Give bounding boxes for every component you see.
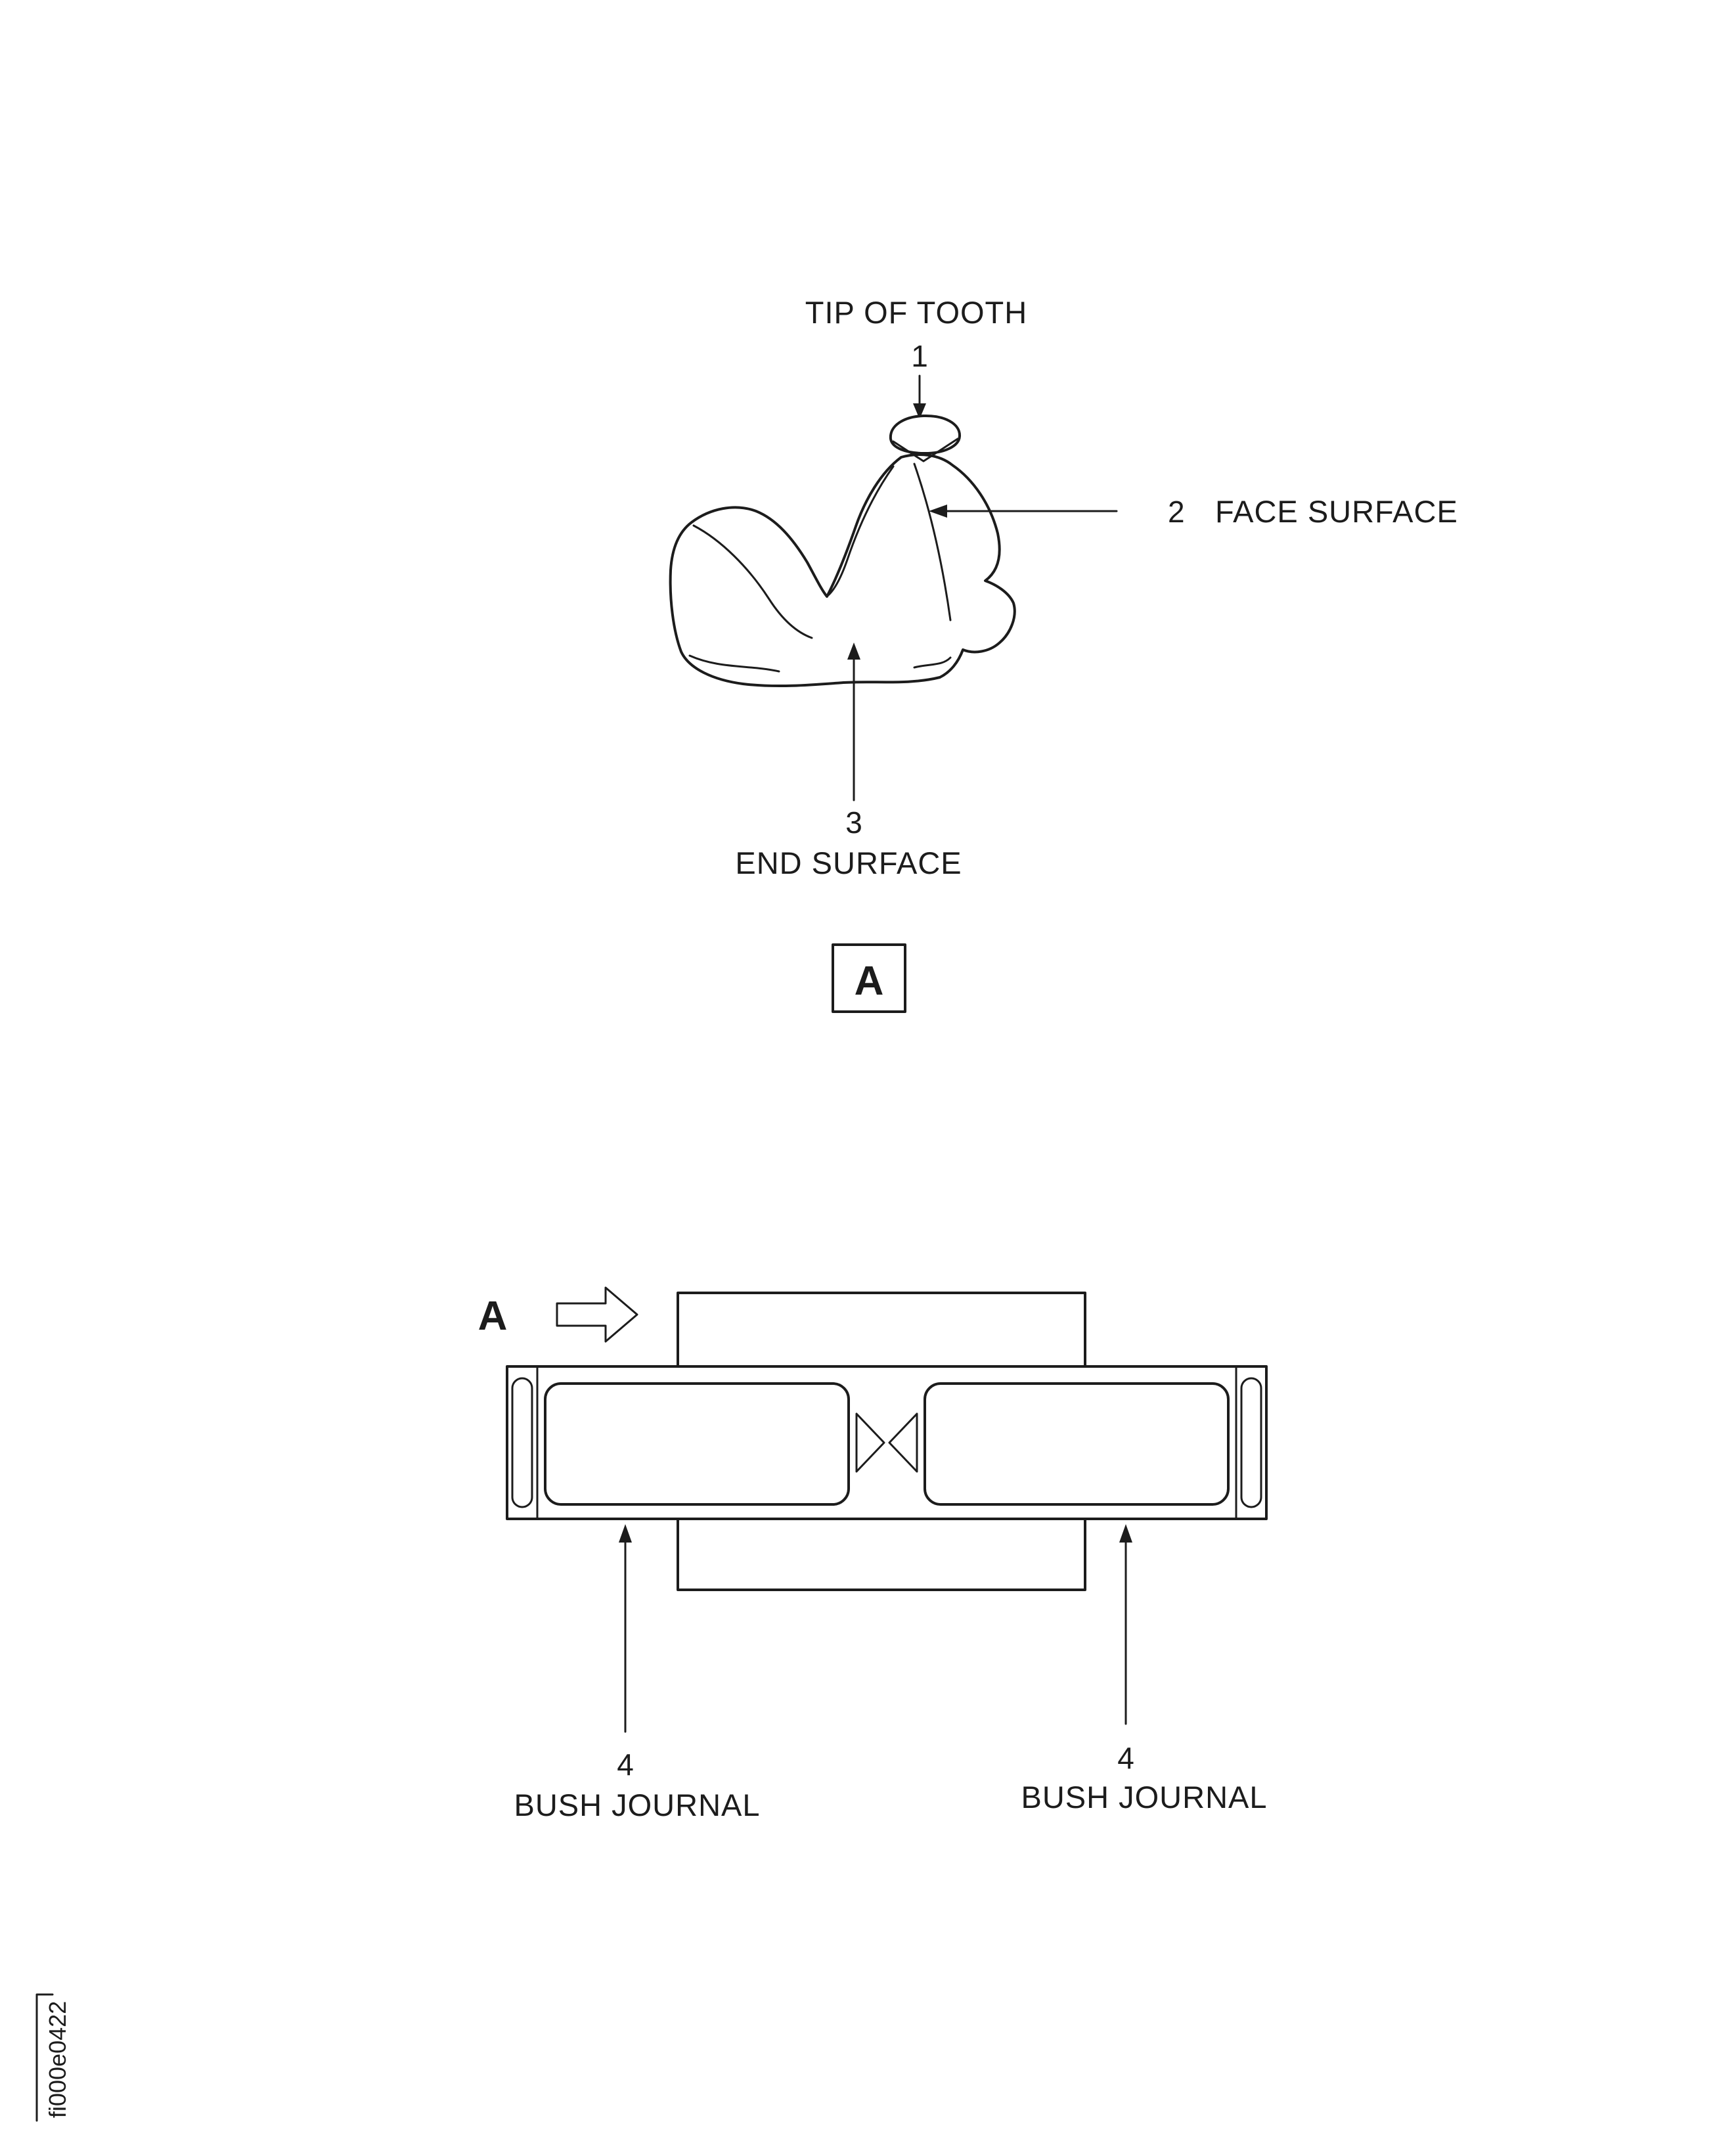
bush-left xyxy=(544,1382,850,1506)
bush-journal-right-arrow-icon xyxy=(1119,1524,1132,1725)
thrust-washer-left xyxy=(511,1377,533,1508)
cross-section-diagram: A xyxy=(478,1286,1268,1822)
detail-marker-box: A xyxy=(832,943,906,1013)
tooth-edge-line xyxy=(827,465,895,597)
gear-section-body xyxy=(506,1292,1268,1591)
tip-of-tooth-label: TIP OF TOOTH xyxy=(805,295,1027,330)
gear-rim-bottom xyxy=(677,1518,1086,1591)
tooth-tip-point xyxy=(892,438,959,462)
figure-code-bracket xyxy=(35,1993,54,2122)
tip-of-tooth-number: 1 xyxy=(911,339,928,373)
detail-marker-letter: A xyxy=(855,958,884,1004)
end-surface-number: 3 xyxy=(845,805,862,840)
figure-code-text: fi000e0422 xyxy=(44,2001,71,2118)
bottom-texture-line xyxy=(688,654,952,673)
hub-body-outline xyxy=(506,1365,1268,1520)
thrust-washer-right xyxy=(1240,1377,1262,1508)
bush-journal-left-number: 4 xyxy=(617,1747,634,1782)
bush-right xyxy=(924,1382,1230,1506)
tip-of-tooth-arrow-icon xyxy=(913,374,926,419)
face-surface-number: 2 xyxy=(1168,495,1185,529)
bush-journal-right-number: 4 xyxy=(1117,1741,1134,1775)
gear-tooth-diagram: TIP OF TOOTH 1 xyxy=(669,295,1458,1013)
figure-code-block: fi000e0422 xyxy=(35,1993,71,2122)
face-boundary-line xyxy=(913,462,952,621)
saddle-inner-line xyxy=(692,524,813,639)
bush-journal-right-label: BUSH JOURNAL xyxy=(1021,1780,1267,1814)
bush-journal-left-arrow-icon xyxy=(619,1524,632,1733)
view-direction-arrow-icon xyxy=(556,1286,638,1343)
face-surface-label: FACE SURFACE xyxy=(1215,494,1458,529)
detail-marker-frame xyxy=(832,943,906,1013)
tooth-tip-disc xyxy=(889,414,962,455)
end-surface-label: END SURFACE xyxy=(735,845,962,880)
center-mark-left xyxy=(855,1412,885,1473)
gear-tooth-drawing xyxy=(669,414,1016,688)
face-surface-arrow-icon xyxy=(929,505,1118,518)
gear-rim-top xyxy=(677,1292,1086,1368)
view-marker-letter: A xyxy=(478,1294,508,1339)
center-mark-right xyxy=(888,1412,918,1473)
bush-journal-left-label: BUSH JOURNAL xyxy=(514,1788,760,1822)
end-surface-arrow-icon xyxy=(847,642,860,801)
